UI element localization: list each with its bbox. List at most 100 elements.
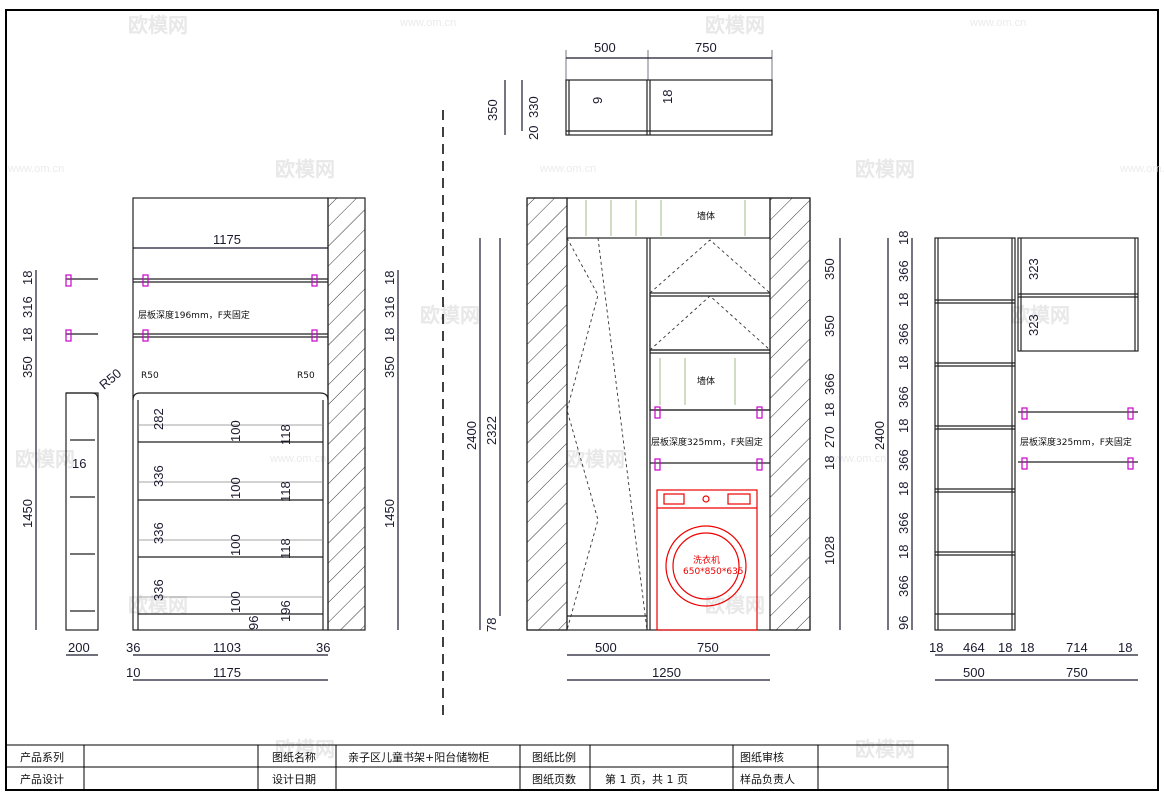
svg-text:282: 282 xyxy=(151,408,166,430)
svg-text:350: 350 xyxy=(382,356,397,378)
left-shelf-note: 层板深度196mm，F夹固定 xyxy=(138,309,250,321)
svg-text:欧模网: 欧模网 xyxy=(275,157,335,181)
svg-text:欧模网: 欧模网 xyxy=(420,303,480,327)
top-dim-18: 18 xyxy=(660,90,675,104)
svg-text:100: 100 xyxy=(228,591,243,613)
svg-text:www.om.cn: www.om.cn xyxy=(539,163,596,175)
svg-text:118: 118 xyxy=(278,481,293,502)
svg-text:366: 366 xyxy=(896,386,911,408)
svg-text:366: 366 xyxy=(896,449,911,471)
svg-text:366: 366 xyxy=(896,512,911,534)
middle-elevation xyxy=(479,197,841,681)
title-block xyxy=(5,744,949,791)
svg-text:18: 18 xyxy=(896,356,911,370)
svg-text:750: 750 xyxy=(1066,665,1088,680)
svg-text:714: 714 xyxy=(1066,640,1088,655)
wall-label-top: 墙体 xyxy=(697,210,715,222)
tb-review-label: 图纸审核 xyxy=(740,750,784,764)
svg-text:36: 36 xyxy=(316,640,330,655)
svg-text:1450: 1450 xyxy=(382,499,397,528)
svg-text:1028: 1028 xyxy=(822,536,837,565)
svg-text:200: 200 xyxy=(68,640,90,655)
svg-text:www.om.cn: www.om.cn xyxy=(969,17,1026,29)
top-dim-9: 9 xyxy=(590,97,605,104)
top-dim-20: 20 xyxy=(526,126,541,140)
middle-clips xyxy=(654,406,763,471)
svg-text:18: 18 xyxy=(382,328,397,342)
tb-pages-label: 图纸页数 xyxy=(532,773,576,786)
svg-text:10: 10 xyxy=(126,665,140,680)
top-view xyxy=(504,50,773,136)
svg-text:366: 366 xyxy=(896,323,911,345)
sheet-border xyxy=(5,9,1159,791)
washing-machine xyxy=(656,489,758,631)
middle-dashes xyxy=(566,237,771,631)
svg-text:366: 366 xyxy=(822,373,837,395)
tb-series-label: 产品系列 xyxy=(20,750,64,764)
svg-text:18: 18 xyxy=(896,231,911,245)
svg-text:118: 118 xyxy=(278,424,293,445)
svg-text:350: 350 xyxy=(822,315,837,337)
svg-text:18: 18 xyxy=(822,403,837,417)
svg-text:18: 18 xyxy=(929,640,943,655)
svg-text:750: 750 xyxy=(697,640,719,655)
svg-text:500: 500 xyxy=(963,665,985,680)
svg-text:100: 100 xyxy=(228,534,243,556)
tb-sample-label: 样品负责人 xyxy=(740,772,795,786)
svg-text:欧模网: 欧模网 xyxy=(705,13,765,37)
svg-text:18: 18 xyxy=(896,545,911,559)
svg-text:100: 100 xyxy=(228,420,243,442)
left-top-width: 1175 xyxy=(213,232,241,247)
svg-text:118: 118 xyxy=(278,538,293,559)
svg-text:欧模网: 欧模网 xyxy=(1010,303,1070,327)
wall-label-mid: 墙体 xyxy=(697,375,715,387)
left-r50-b: R50 xyxy=(297,371,315,381)
svg-text:96: 96 xyxy=(246,616,261,630)
top-dim-500: 500 xyxy=(594,40,616,55)
svg-text:18: 18 xyxy=(382,271,397,285)
svg-text:18: 18 xyxy=(822,456,837,470)
left-clips xyxy=(65,274,318,342)
svg-text:36: 36 xyxy=(126,640,140,655)
svg-text:www.om.cn: www.om.cn xyxy=(7,163,64,175)
svg-text:350: 350 xyxy=(20,356,35,378)
watermark-brand: 欧模网 xyxy=(128,13,188,37)
svg-text:1450: 1450 xyxy=(20,499,35,528)
svg-text:2322: 2322 xyxy=(484,416,499,445)
tb-scale-label: 图纸比例 xyxy=(532,750,576,764)
svg-text:1175: 1175 xyxy=(213,665,241,680)
watermark-site: www.om.cn xyxy=(399,17,456,29)
tb-name-value: 亲子区儿童书架+阳台储物柜 xyxy=(348,750,489,764)
washer-size: 650*850*635 xyxy=(683,567,744,577)
tb-date-label: 设计日期 xyxy=(272,773,316,786)
svg-text:316: 316 xyxy=(382,296,397,318)
svg-text:18: 18 xyxy=(1118,640,1132,655)
svg-text:欧模网: 欧模网 xyxy=(275,737,335,761)
right-shelf-note: 层板深度325mm，F夹固定 xyxy=(1020,436,1132,448)
right-clips xyxy=(1021,407,1134,470)
top-dim-330: 330 xyxy=(526,96,541,118)
left-radius: R50 xyxy=(96,365,124,392)
svg-text:366: 366 xyxy=(896,260,911,282)
svg-text:336: 336 xyxy=(151,579,166,601)
svg-text:96: 96 xyxy=(896,616,911,630)
right-elevation xyxy=(887,237,1139,681)
svg-text:336: 336 xyxy=(151,465,166,487)
left-elevation xyxy=(35,197,399,681)
svg-text:196: 196 xyxy=(278,600,293,622)
svg-text:16: 16 xyxy=(72,456,86,471)
tb-pages-value: 第 1 页，共 1 页 xyxy=(605,772,688,786)
tb-name-label: 图纸名称 xyxy=(272,750,316,764)
svg-text:1250: 1250 xyxy=(652,665,681,680)
svg-text:www.om.cn: www.om.cn xyxy=(1119,163,1164,175)
tb-design-label: 产品设计 xyxy=(20,772,64,786)
svg-text:350: 350 xyxy=(822,258,837,280)
svg-text:500: 500 xyxy=(595,640,617,655)
svg-text:2400: 2400 xyxy=(464,421,479,450)
left-r50-a: R50 xyxy=(141,371,159,381)
svg-text:2400: 2400 xyxy=(872,421,887,450)
svg-text:www.om.cn: www.om.cn xyxy=(829,453,886,465)
top-dim-350: 350 xyxy=(485,99,500,121)
svg-text:18: 18 xyxy=(896,482,911,496)
svg-text:18: 18 xyxy=(1020,640,1034,655)
